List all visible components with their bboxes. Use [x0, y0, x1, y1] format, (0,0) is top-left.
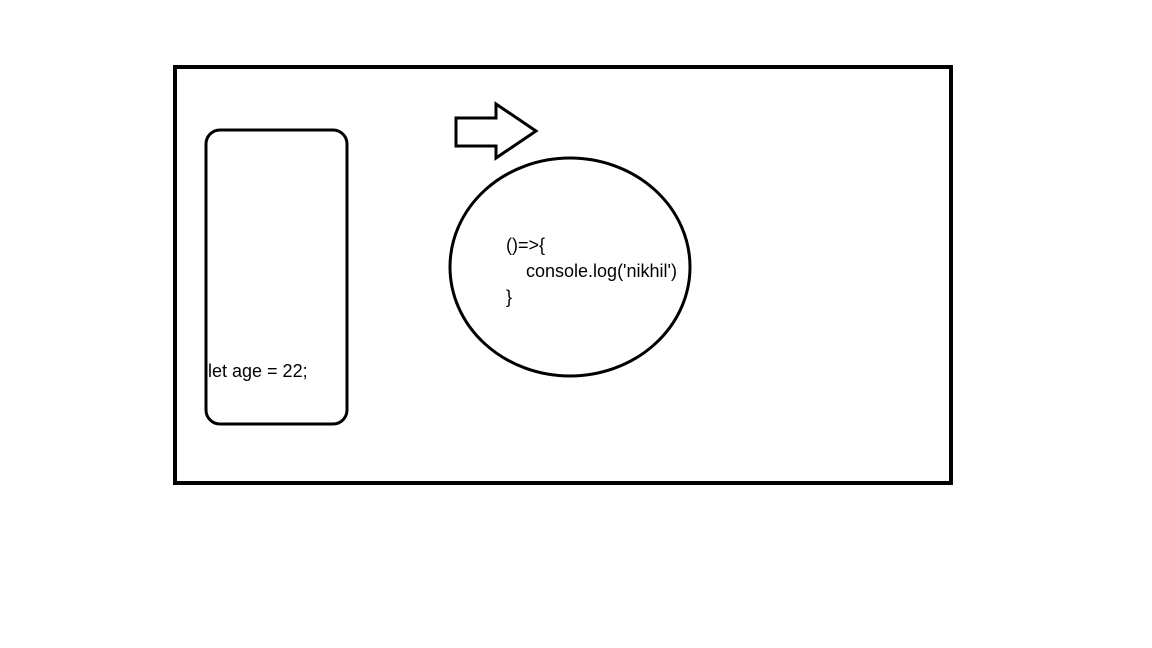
- right-arrow-icon: [454, 101, 539, 161]
- variable-declaration-text: let age = 22;: [208, 361, 308, 381]
- memory-box: [204, 128, 349, 426]
- arrow-function-line-3: }: [506, 287, 513, 307]
- function-circle: [448, 156, 692, 378]
- arrow-function-line-1: ()=>{: [506, 235, 546, 255]
- outer-box: [173, 65, 953, 485]
- arrow-function-line-2: console.log('nikhil'): [526, 261, 677, 281]
